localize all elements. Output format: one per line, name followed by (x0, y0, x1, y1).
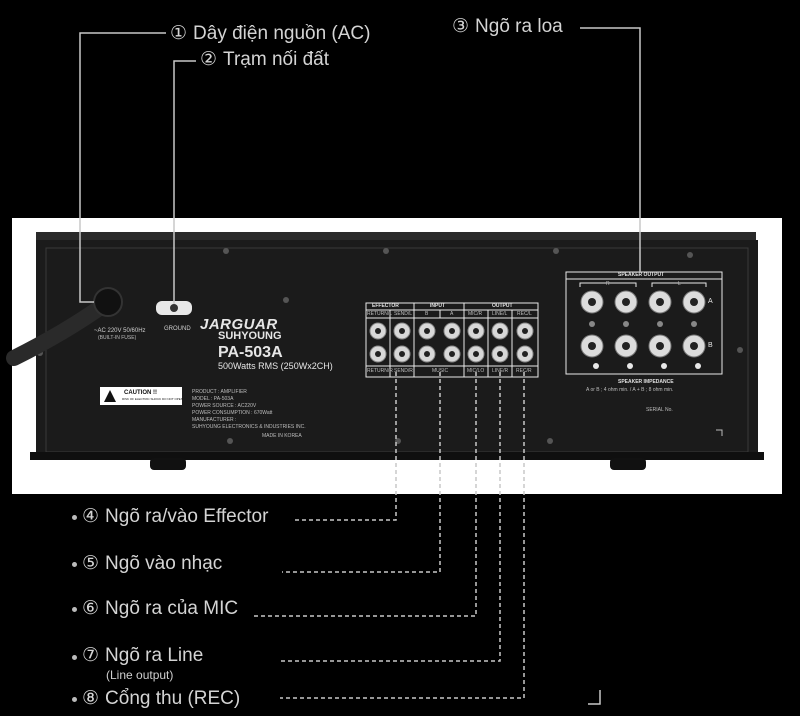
bullet-dot (72, 515, 77, 520)
output-section-label: OUTPUT (492, 303, 513, 309)
speaker-output-label: SPEAKER OUTPUT (618, 272, 665, 278)
callout-number: ⑧ (82, 688, 100, 709)
callout-number: ① (170, 23, 188, 44)
callout-label: Cổng thu (REC) (105, 688, 241, 709)
brand-logo: JARGUAR (200, 316, 278, 333)
leader-lines (79, 27, 641, 705)
chassis-top-edge (36, 232, 756, 242)
jack-label-mic-lo: MIC/LO (467, 368, 485, 374)
speaker-impedance-label: SPEAKER IMPEDANCE (618, 379, 674, 385)
jack-label-input-b: B (425, 311, 429, 317)
callout-number: ⑥ (82, 598, 100, 619)
jack-label-return-r: RETURN/R (367, 368, 393, 374)
made-in-label: MADE IN KOREA (262, 433, 302, 439)
callout-label: Ngõ ra loa (475, 16, 563, 37)
io-jack-box (365, 302, 539, 378)
bullet-dot (72, 607, 77, 612)
spec-model: MODEL : PA-503A (192, 396, 234, 402)
speaker-terminals (580, 290, 706, 358)
spec-power-source: POWER SOURCE : AC220V (192, 403, 257, 409)
bullet-dot (72, 562, 77, 567)
callout-number: ③ (452, 16, 470, 37)
screws (37, 248, 743, 444)
fuse-label: (BUILT-IN FUSE) (98, 335, 137, 341)
spec-consumption: POWER CONSUMPTION : 670Watt (192, 410, 273, 416)
jack-label-rec-l: REC/L (517, 311, 532, 317)
jack-label-mic-r: MIC/R (468, 311, 483, 317)
polarity-markers (593, 363, 701, 369)
foot-left (150, 458, 186, 470)
caution-box (100, 387, 182, 405)
callout-label: Trạm nối đất (223, 49, 329, 70)
callout-line-output-sublabel: (Line output) (106, 668, 174, 682)
rca-jacks (369, 322, 534, 363)
power-rating-label: ~AC 220V 50/60Hz (94, 328, 146, 334)
speaker-output-box (565, 271, 723, 375)
callout-number: ⑦ (82, 645, 100, 666)
callout-number: ④ (82, 506, 100, 527)
serial-number-label: SERIAL No. (646, 407, 673, 413)
speaker-pair-a: A (708, 298, 713, 305)
power-cord-gland (93, 287, 123, 317)
callout-label: Ngõ vào nhạc (105, 553, 223, 574)
jack-label-line-l: LINE/L (492, 311, 508, 317)
callout-number: ② (200, 49, 218, 70)
dashed-leader-lines (254, 372, 525, 699)
jack-label-send-r: SEND/R (394, 368, 413, 374)
callout-label: Ngõ ra/vào Effector (105, 506, 269, 527)
callout-label: Dây điện nguồn (AC) (193, 23, 371, 44)
spec-product: PRODUCT : AMPLIFIER (192, 389, 247, 395)
jack-label-music: MUSIC (432, 368, 449, 374)
jack-label-return-l: RETURN/L (367, 311, 393, 317)
jack-label-line-r: LINE/R (492, 368, 509, 374)
effector-section-label: EFFECTOR (372, 303, 399, 309)
spec-maker: SUHYOUNG ELECTRONICS & INDUSTRIES INC. (192, 424, 306, 430)
ground-label: GROUND (164, 326, 191, 332)
callout-number: ⑤ (82, 553, 100, 574)
bullet-dot (72, 655, 77, 660)
speaker-pair-b: B (708, 342, 713, 349)
brand-secondary: SUHYOUNG (218, 330, 282, 342)
jack-label-input-a: A (450, 311, 454, 317)
callout-label: Ngõ ra của MIC (105, 598, 239, 619)
input-section-label: INPUT (430, 303, 445, 309)
foot-right (610, 458, 646, 470)
speaker-channel-l: L (678, 281, 681, 287)
power-spec: 500Watts RMS (250Wx2CH) (218, 361, 333, 371)
caution-subtitle: RISK OF ELECTRIC SHOCK DO NOT OPEN (122, 397, 183, 401)
bullet-dot (72, 697, 77, 702)
spec-manufacturer: MANUFACTURER : (192, 417, 237, 423)
speaker-channel-r: R (606, 281, 610, 287)
model-number: PA-503A (218, 344, 283, 361)
speaker-impedance-detail: A or B ; 4 ohm min. / A + B ; 8 ohm min. (586, 387, 674, 393)
caution-title: CAUTION !! (124, 390, 157, 396)
jack-label-send-l: SEND/L (394, 311, 413, 317)
callout-label: Ngõ ra Line (105, 645, 204, 666)
jack-label-rec-r: REC/R (516, 368, 532, 374)
